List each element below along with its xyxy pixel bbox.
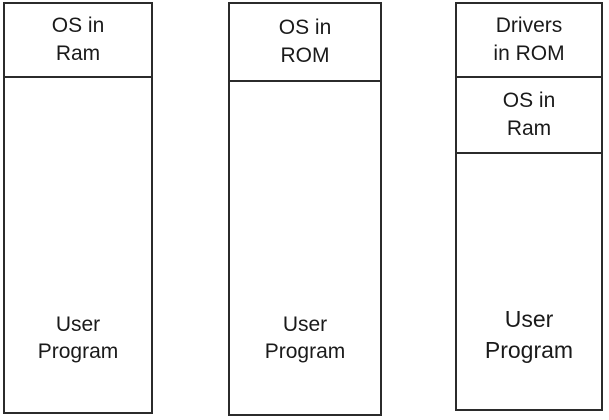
- memory-segment-user-program-label: User Program: [264, 312, 346, 364]
- memory-segment-drivers-label: Drivers in ROM: [493, 14, 565, 65]
- memory-segment-os: OS in Ram: [5, 4, 151, 76]
- memory-box-os-in-rom: OS in ROM User Program: [228, 2, 382, 416]
- memory-segment-user-program-label: User Program: [484, 306, 574, 363]
- memory-segment-drivers: Drivers in ROM: [457, 4, 601, 76]
- memory-segment-user-program-label: User Program: [37, 312, 119, 364]
- memory-segment-os: OS in ROM: [230, 4, 380, 80]
- memory-segment-os: OS in Ram: [457, 76, 601, 152]
- memory-segment-os-label: OS in Ram: [51, 14, 105, 65]
- memory-segment-user-program: User Program: [457, 152, 601, 409]
- memory-segment-os-label: OS in ROM: [278, 16, 332, 67]
- memory-segment-os-label: OS in Ram: [502, 89, 556, 140]
- memory-segment-user-program: User Program: [230, 80, 380, 414]
- memory-box-os-in-ram: OS in Ram User Program: [3, 2, 153, 414]
- memory-box-drivers-in-rom: Drivers in ROM OS in Ram User Program: [455, 2, 603, 411]
- memory-segment-user-program: User Program: [5, 76, 151, 412]
